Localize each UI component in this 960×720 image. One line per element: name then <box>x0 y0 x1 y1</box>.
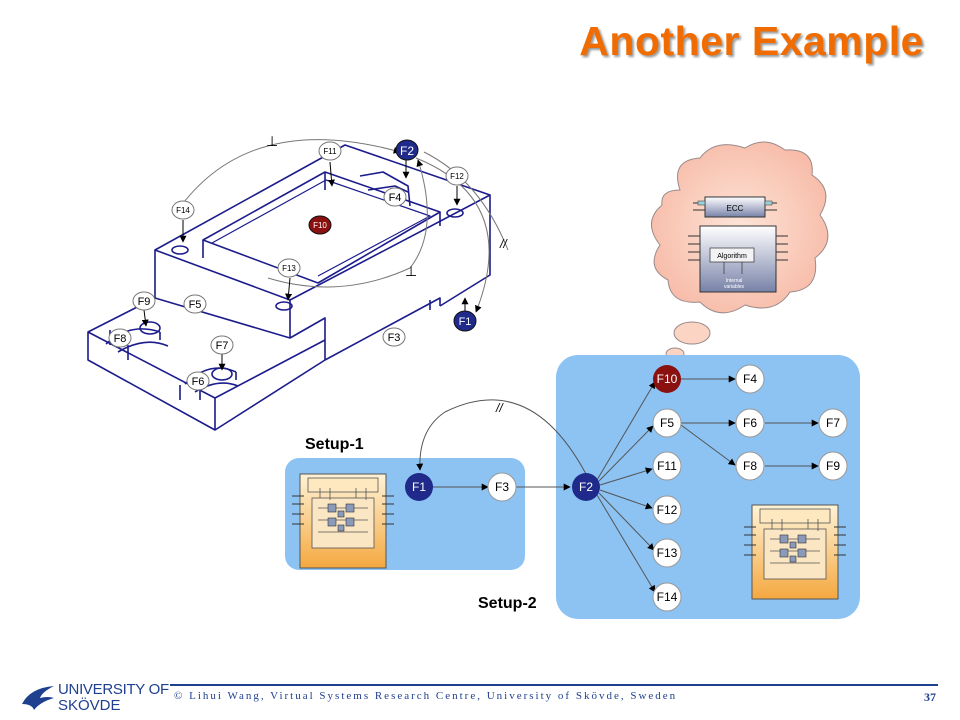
svg-text:F3: F3 <box>388 332 401 344</box>
setup1-label: Setup-1 <box>305 436 364 453</box>
part-label-f7: F7 <box>210 335 234 355</box>
graph-node-f10: F10 <box>653 365 681 393</box>
svg-text:F3: F3 <box>495 480 509 494</box>
svg-text:F1: F1 <box>412 480 426 494</box>
svg-text:F4: F4 <box>743 372 757 386</box>
svg-text:F5: F5 <box>660 416 674 430</box>
part-drawing <box>87 144 491 431</box>
parallel-symbol-part: // <box>499 237 508 251</box>
function-block-setup1 <box>291 473 395 569</box>
graph-node-f8: F8 <box>735 451 765 481</box>
svg-text:F2: F2 <box>579 480 593 494</box>
svg-text:F8: F8 <box>114 333 127 345</box>
page-number: 37 <box>924 690 936 704</box>
svg-text:F7: F7 <box>216 340 229 352</box>
function-block-setup2 <box>743 504 847 600</box>
svg-text:F14: F14 <box>176 206 190 215</box>
graph-node-f13: F13 <box>652 538 682 568</box>
svg-text:F11: F11 <box>657 459 677 473</box>
part-label-f4: F4 <box>383 187 407 207</box>
part-label-f2: F2 <box>395 139 419 161</box>
svg-text:ECC: ECC <box>727 204 744 213</box>
svg-text:F13: F13 <box>282 264 296 273</box>
bird-logo-icon <box>22 686 54 710</box>
svg-text:F12: F12 <box>450 172 464 181</box>
svg-text:F10: F10 <box>657 372 678 386</box>
svg-text:Algorithm: Algorithm <box>717 253 747 260</box>
ecc-block: ECC Algorithm Internal variables <box>688 196 788 293</box>
svg-text:F11: F11 <box>323 147 337 156</box>
slide-title: Another Example <box>579 18 924 64</box>
part-label-f5: F5 <box>183 294 207 314</box>
perpendicular-symbol-bottom: ⊥ <box>405 263 417 279</box>
svg-text:F6: F6 <box>192 376 205 388</box>
part-label-f1: F1 <box>453 310 477 332</box>
graph-node-f4: F4 <box>735 364 765 394</box>
footer-copyright: © Lihui Wang, Virtual Systems Research C… <box>174 690 678 702</box>
svg-text:F1: F1 <box>459 316 472 328</box>
svg-text:F6: F6 <box>743 416 757 430</box>
part-label-f14: F14 <box>171 200 195 220</box>
graph-node-f14: F14 <box>652 582 682 612</box>
graph-node-f5: F5 <box>652 408 682 438</box>
part-relations <box>177 139 509 313</box>
footer-divider <box>170 684 938 686</box>
svg-text:F5: F5 <box>189 299 202 311</box>
graph-node-f3: F3 <box>487 472 517 502</box>
svg-text:F9: F9 <box>826 459 840 473</box>
graph-node-f7: F7 <box>818 408 848 438</box>
part-label-f10: F10 <box>308 215 332 235</box>
graph-node-f11: F11 <box>652 451 682 481</box>
svg-text:F8: F8 <box>743 459 757 473</box>
svg-text:F9: F9 <box>138 296 151 308</box>
svg-text:F14: F14 <box>657 590 678 604</box>
diagram: ⊥ ⊥ // F11 F2 F12 F4 F14 F10 F13 F9 F5 F… <box>87 133 860 619</box>
graph-node-f1: F1 <box>405 473 433 501</box>
graph-node-f12: F12 <box>652 495 682 525</box>
university-logo: UNIVERSITY OF SKÖVDE <box>20 680 170 716</box>
svg-text:F10: F10 <box>313 221 327 230</box>
setup2-label: Setup-2 <box>478 595 537 612</box>
part-label-f12: F12 <box>445 166 469 186</box>
graph-edges <box>416 375 819 593</box>
parallel-symbol-graph: // <box>495 401 504 415</box>
part-label-f3: F3 <box>382 327 406 347</box>
part-label-f9: F9 <box>132 291 156 311</box>
svg-text:variables: variables <box>724 284 745 290</box>
perpendicular-symbol-top: ⊥ <box>266 133 278 149</box>
svg-text:F2: F2 <box>400 144 414 158</box>
svg-text:F4: F4 <box>389 192 402 204</box>
part-label-f13: F13 <box>277 258 301 278</box>
part-label-f6: F6 <box>186 371 210 391</box>
graph-node-f2: F2 <box>572 473 600 501</box>
graph-node-f9: F9 <box>818 451 848 481</box>
graph-node-f6: F6 <box>735 408 765 438</box>
svg-text:Internal: Internal <box>726 278 743 284</box>
part-label-f8: F8 <box>108 328 132 348</box>
logo-text-line2: SKÖVDE <box>58 697 121 714</box>
logo-text-line1: UNIVERSITY OF <box>58 681 169 698</box>
svg-text:F7: F7 <box>826 416 840 430</box>
part-label-f11: F11 <box>318 141 342 161</box>
svg-text:F13: F13 <box>657 546 678 560</box>
svg-text:F12: F12 <box>657 503 678 517</box>
